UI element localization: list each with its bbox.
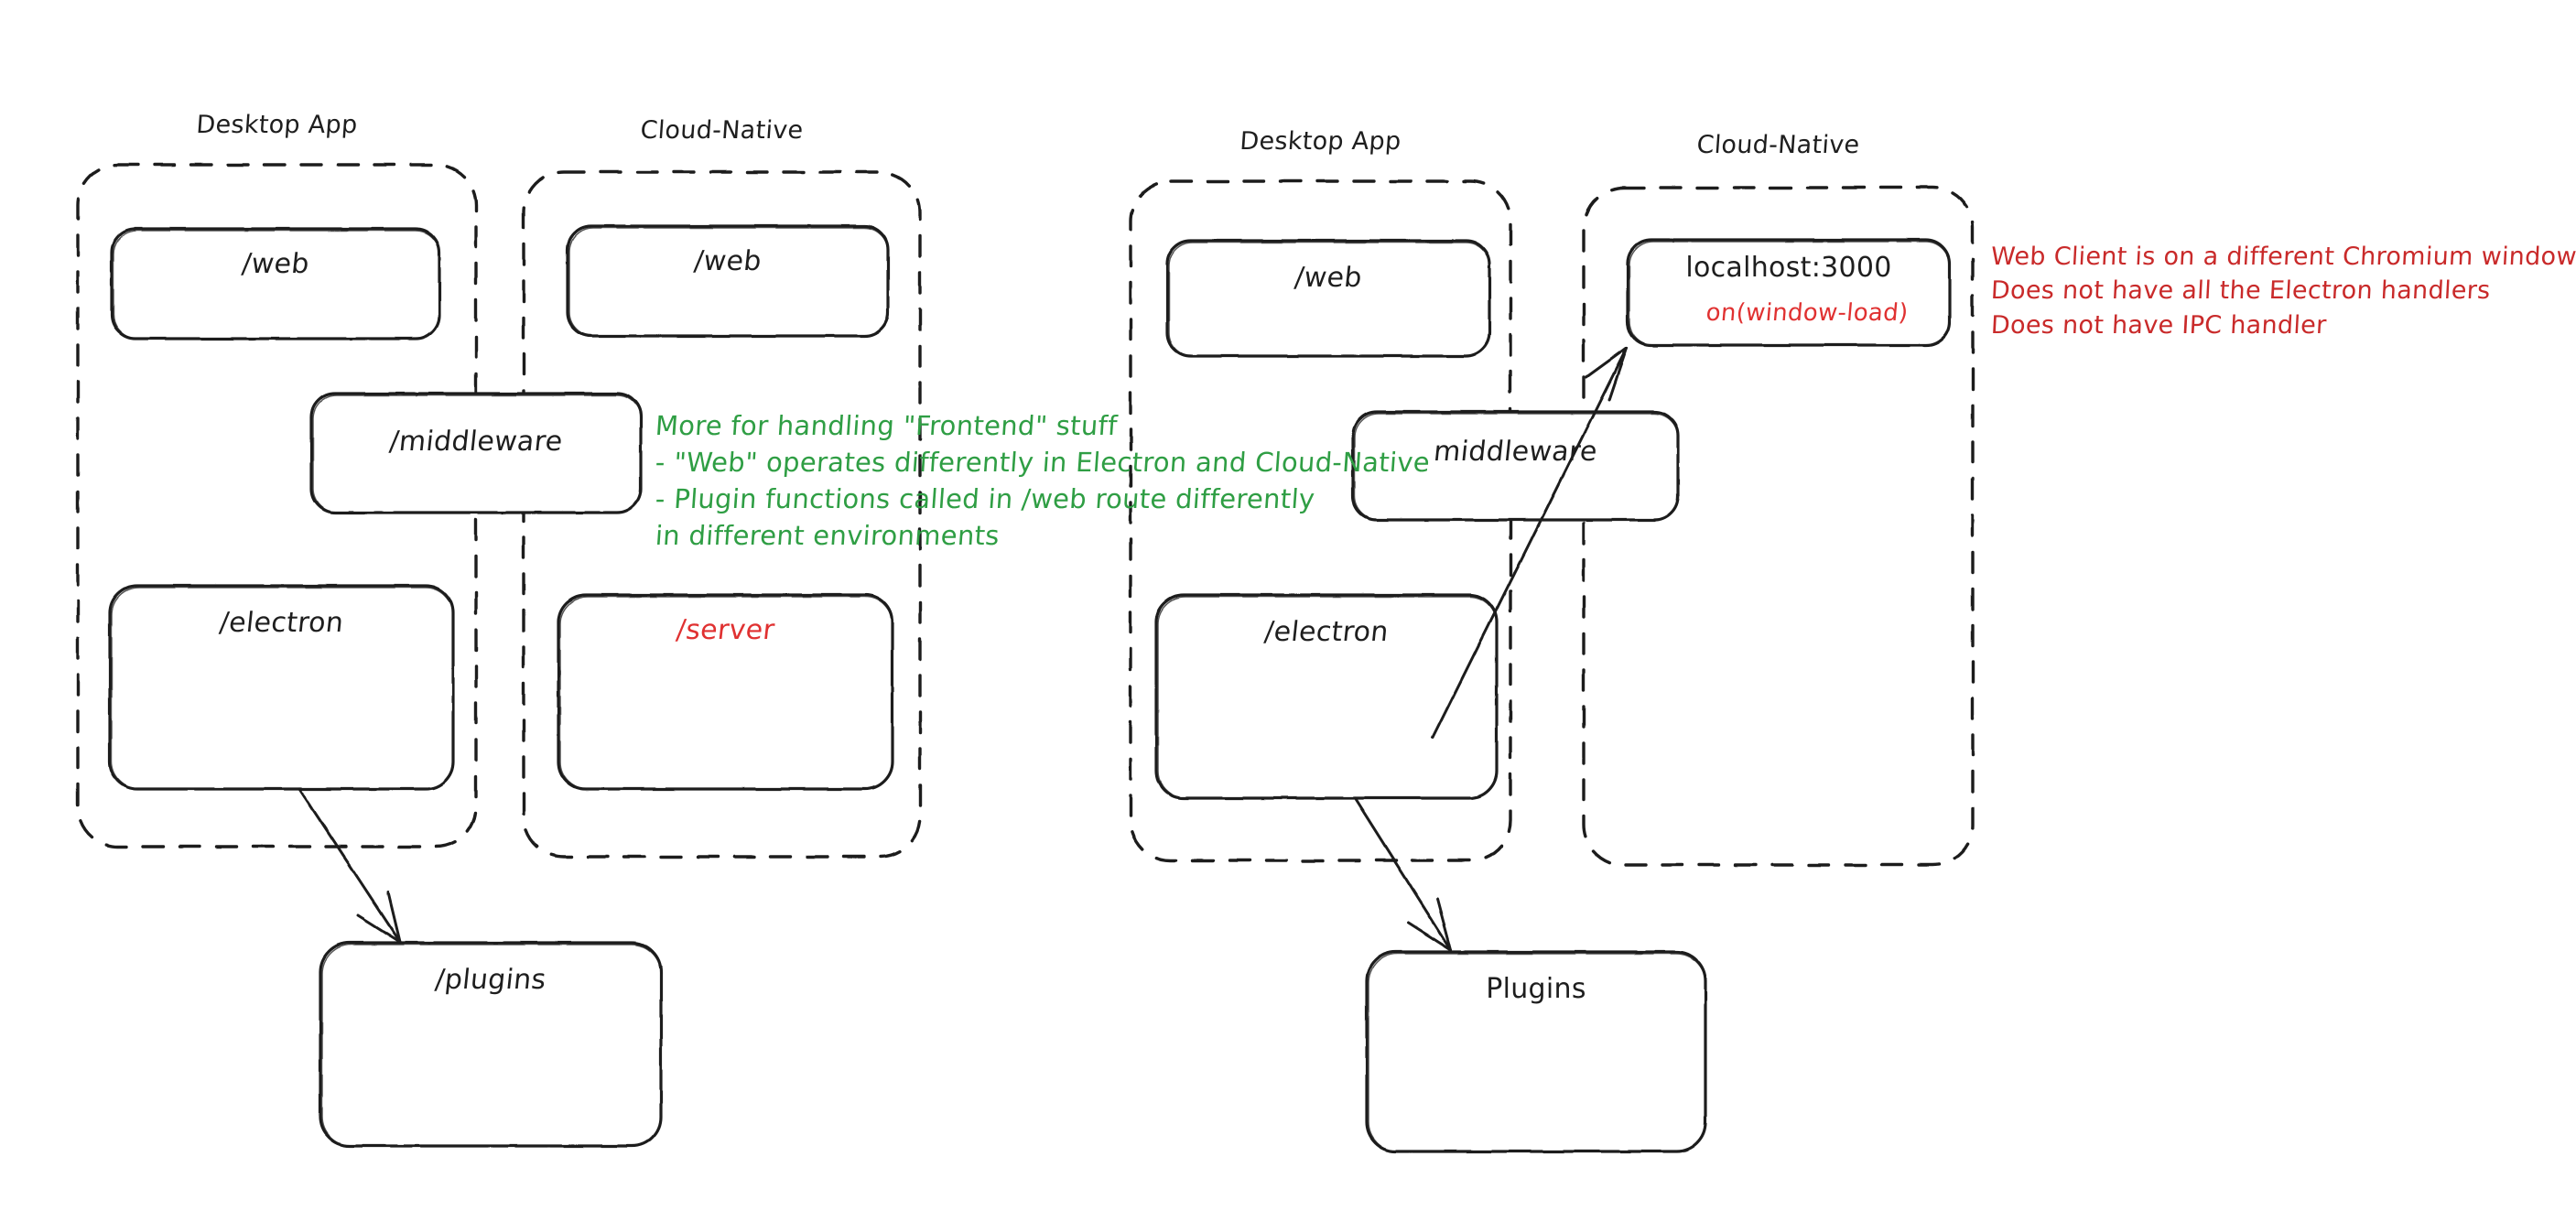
group-frame-right-cloud-native bbox=[1582, 186, 1975, 867]
box-label-left-web-cloud: /web bbox=[692, 245, 763, 277]
arrow-left-electron-to-plugins bbox=[298, 787, 402, 944]
group-label-left-desktop-app: Desktop App bbox=[195, 111, 359, 139]
annotation-red: Web Client is on a different Chromium wi… bbox=[1990, 240, 2576, 342]
box-sublabel-right-localhost-onload: on(window-load) bbox=[1705, 299, 1910, 327]
arrow-right-electron-to-localhost bbox=[1431, 346, 1629, 740]
box-label-left-middleware: /middleware bbox=[387, 426, 565, 458]
group-label-left-cloud-native: Cloud-Native bbox=[639, 116, 805, 145]
box-label-left-web-desktop: /web bbox=[240, 248, 311, 280]
annotation-red-line-1: Web Client is on a different Chromium wi… bbox=[1990, 243, 2576, 271]
annotation-green-line-1: More for handling "Frontend" stuff bbox=[654, 410, 1119, 441]
annotation-green: More for handling "Frontend" stuff - "We… bbox=[654, 407, 1432, 554]
box-label-left-electron: /electron bbox=[217, 607, 346, 639]
box-label-left-plugins: /plugins bbox=[433, 964, 548, 996]
arrow-right-electron-to-plugins bbox=[1353, 796, 1453, 952]
box-label-right-electron: /electron bbox=[1262, 616, 1391, 648]
annotation-green-line-3: - Plugin functions called in /web route … bbox=[654, 483, 1316, 515]
annotation-red-line-2: Does not have all the Electron handlers bbox=[1990, 276, 2492, 306]
box-right-web-desktop[interactable] bbox=[1165, 239, 1491, 358]
box-label-left-server: /server bbox=[675, 614, 776, 646]
group-frame-left-cloud-native bbox=[522, 170, 922, 859]
group-label-right-desktop-app: Desktop App bbox=[1239, 127, 1402, 156]
box-label-right-localhost: localhost:3000 bbox=[1685, 252, 1892, 284]
annotation-red-line-3: Does not have IPC handler bbox=[1990, 310, 2328, 340]
annotation-green-line-4: in different environments bbox=[654, 520, 1001, 552]
group-label-right-cloud-native: Cloud-Native bbox=[1695, 131, 1861, 159]
box-label-right-web-desktop: /web bbox=[1293, 262, 1364, 294]
annotation-green-line-2: - "Web" operates differently in Electron… bbox=[654, 447, 1432, 479]
box-label-right-plugins: Plugins bbox=[1486, 973, 1586, 1005]
group-frame-left-desktop-app bbox=[76, 163, 478, 848]
